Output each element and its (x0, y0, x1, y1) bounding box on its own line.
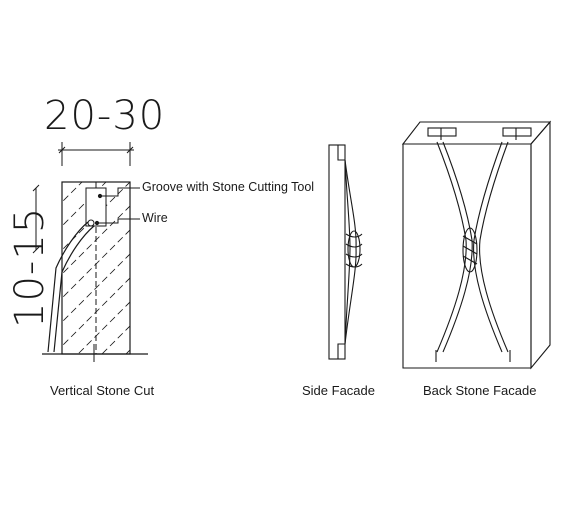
vertical-stone-cut-caption: Vertical Stone Cut (50, 383, 155, 398)
wire (47, 221, 89, 353)
back-wire-left (436, 141, 467, 353)
back-facade-drawing (401, 120, 552, 370)
back-slab-front-face (402, 143, 532, 369)
wire-label: Wire (142, 211, 168, 225)
back-stone-facade-caption: Back Stone Facade (423, 383, 537, 398)
groove-leader (100, 187, 140, 197)
groove-label: Groove with Stone Cutting Tool (142, 180, 315, 194)
side-slab-outline (328, 144, 346, 360)
vertical-stone-cut-section (32, 142, 148, 362)
back-slab-side-face (530, 120, 551, 370)
wire-leader (97, 218, 140, 224)
wire-knot (87, 219, 95, 227)
dimension-width-label: 20-30 (44, 93, 166, 139)
side-facade-caption: Side Facade (302, 383, 375, 398)
back-wire-twist (462, 227, 478, 273)
back-wire-right (479, 141, 509, 353)
side-facade-drawing (328, 144, 363, 360)
dimension-height-label: 10-15 (7, 206, 53, 328)
